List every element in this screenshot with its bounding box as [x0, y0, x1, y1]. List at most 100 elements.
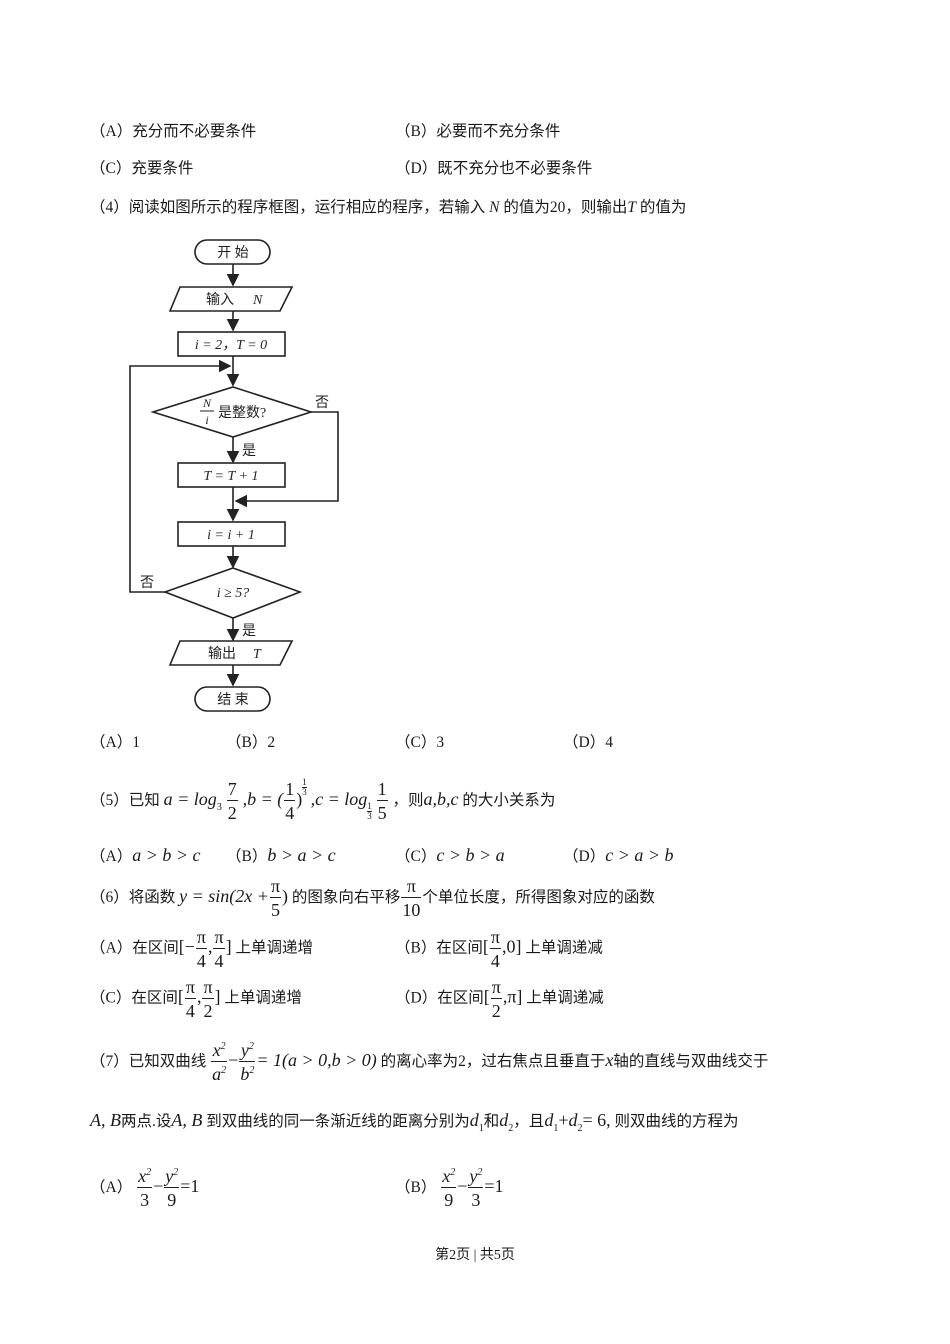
option-text: 充分而不必要条件 — [132, 123, 257, 140]
input-box — [168, 286, 294, 312]
q7-stem-line2: A, B两点.设A, B 到双曲线的同一条渐近线的距离分别为d1和d2，且d1+… — [90, 1110, 739, 1134]
option-text: 在区间 — [436, 939, 483, 957]
option-label: （B） — [226, 848, 268, 865]
no-label-2: 否 — [140, 576, 154, 591]
q4-option-c: （C）3 — [395, 733, 444, 753]
option-label: （B） — [395, 1179, 437, 1196]
stem-text: 的图象向右平移 — [291, 889, 401, 906]
stem-text: 则双曲线的方程为 — [614, 1113, 739, 1130]
frac-den: 3 — [302, 787, 307, 797]
option-text: a > b > c — [132, 845, 201, 865]
question-number: （7） — [90, 1053, 129, 1070]
q5-option-a: （A）a > b > c — [90, 845, 201, 867]
q3-option-c: （C）充要条件 — [90, 159, 193, 179]
frac-den: 5 — [377, 803, 387, 824]
frac-num: N — [202, 396, 212, 410]
option-label: （C） — [90, 989, 132, 1007]
option-label: （A） — [90, 939, 133, 957]
stem-text: 将函数 — [128, 889, 176, 906]
option-text: c > a > b — [605, 845, 674, 865]
option-text: 2 — [267, 734, 276, 751]
option-label: （B） — [395, 939, 437, 957]
variable-n: N — [489, 199, 500, 216]
stem-text: 的离心率为2，过右焦点且垂直于 — [380, 1053, 606, 1070]
q4-option-a: （A）1 — [90, 733, 140, 753]
variable-t: T — [627, 199, 637, 216]
option-label: （D） — [563, 734, 606, 751]
math-paren: ) — [282, 886, 289, 906]
option-text: 上单调递增 — [224, 989, 302, 1007]
math-b: ,b = ( — [242, 789, 284, 809]
math-a: a = log — [163, 789, 217, 809]
option-text: 在区间 — [131, 989, 178, 1007]
option-text: 1 — [132, 734, 140, 751]
option-text: 既不充分也不必要条件 — [437, 160, 593, 177]
option-label: （C） — [395, 734, 437, 751]
math-d2: d — [499, 1110, 509, 1130]
stem-text: 的值为20，则输出 — [503, 199, 628, 216]
option-text: 在区间 — [437, 989, 484, 1007]
input-var: N — [252, 293, 263, 308]
step-i-box — [177, 521, 286, 547]
output-box — [168, 640, 294, 666]
option-text: 上单调递增 — [235, 939, 313, 957]
option-label: （C） — [395, 848, 437, 865]
frac-num: π — [401, 877, 422, 899]
math-condition: = 1(a > 0,b > 0) — [256, 1050, 377, 1070]
q5-option-b: （B）b > a > c — [226, 845, 336, 867]
output-var: T — [253, 647, 262, 662]
stem-text: 阅读如图所示的程序框图，运行相应的程序，若输入 — [128, 199, 486, 216]
stem-text: 的值为 — [639, 199, 687, 216]
math-points: A, B — [90, 1110, 121, 1130]
step-t-box — [177, 462, 286, 488]
math-sum: = 6, — [582, 1110, 611, 1130]
page-footer: 第2页 | 共5页 — [435, 1248, 515, 1263]
frac-den: i — [205, 413, 208, 427]
option-label: （D） — [563, 848, 606, 865]
stem-text: 个单位长度，所得图象对应的函数 — [422, 889, 655, 906]
q3-option-a: （A）充分而不必要条件 — [90, 122, 256, 142]
math-points: A, B — [171, 1110, 203, 1130]
question-number: （6） — [90, 889, 129, 906]
frac-num: 1 — [284, 779, 296, 802]
math-vars: a,b,c — [423, 789, 459, 809]
option-text: 4 — [605, 734, 613, 751]
frac-num: 7 — [226, 779, 238, 802]
q5-option-c: （C）c > b > a — [395, 845, 505, 867]
option-label: （B） — [395, 123, 437, 140]
math-c: ,c = log — [310, 789, 368, 809]
output-label: 输出 — [208, 646, 236, 662]
init-box — [177, 331, 286, 357]
flowchart: 开 始 输入 N i = 2，T = 0 N i 是整数? 否 是 T = T … — [129, 239, 339, 712]
option-label: （A） — [90, 1179, 133, 1196]
q4-stem: （4）阅读如图所示的程序框图，运行相应的程序，若输入 N 的值为20，则输出T … — [90, 198, 686, 218]
stem-text: 已知 — [128, 792, 160, 809]
no-label: 否 — [315, 396, 329, 411]
end-terminal — [194, 686, 271, 712]
condition-integer-label: 是整数? — [218, 405, 266, 421]
option-text: 在区间 — [132, 939, 179, 957]
option-text: 3 — [436, 734, 445, 751]
q3-option-b: （B）必要而不充分条件 — [395, 122, 560, 142]
stem-text: 和 — [483, 1113, 500, 1130]
q5-option-d: （D）c > a > b — [563, 845, 674, 867]
